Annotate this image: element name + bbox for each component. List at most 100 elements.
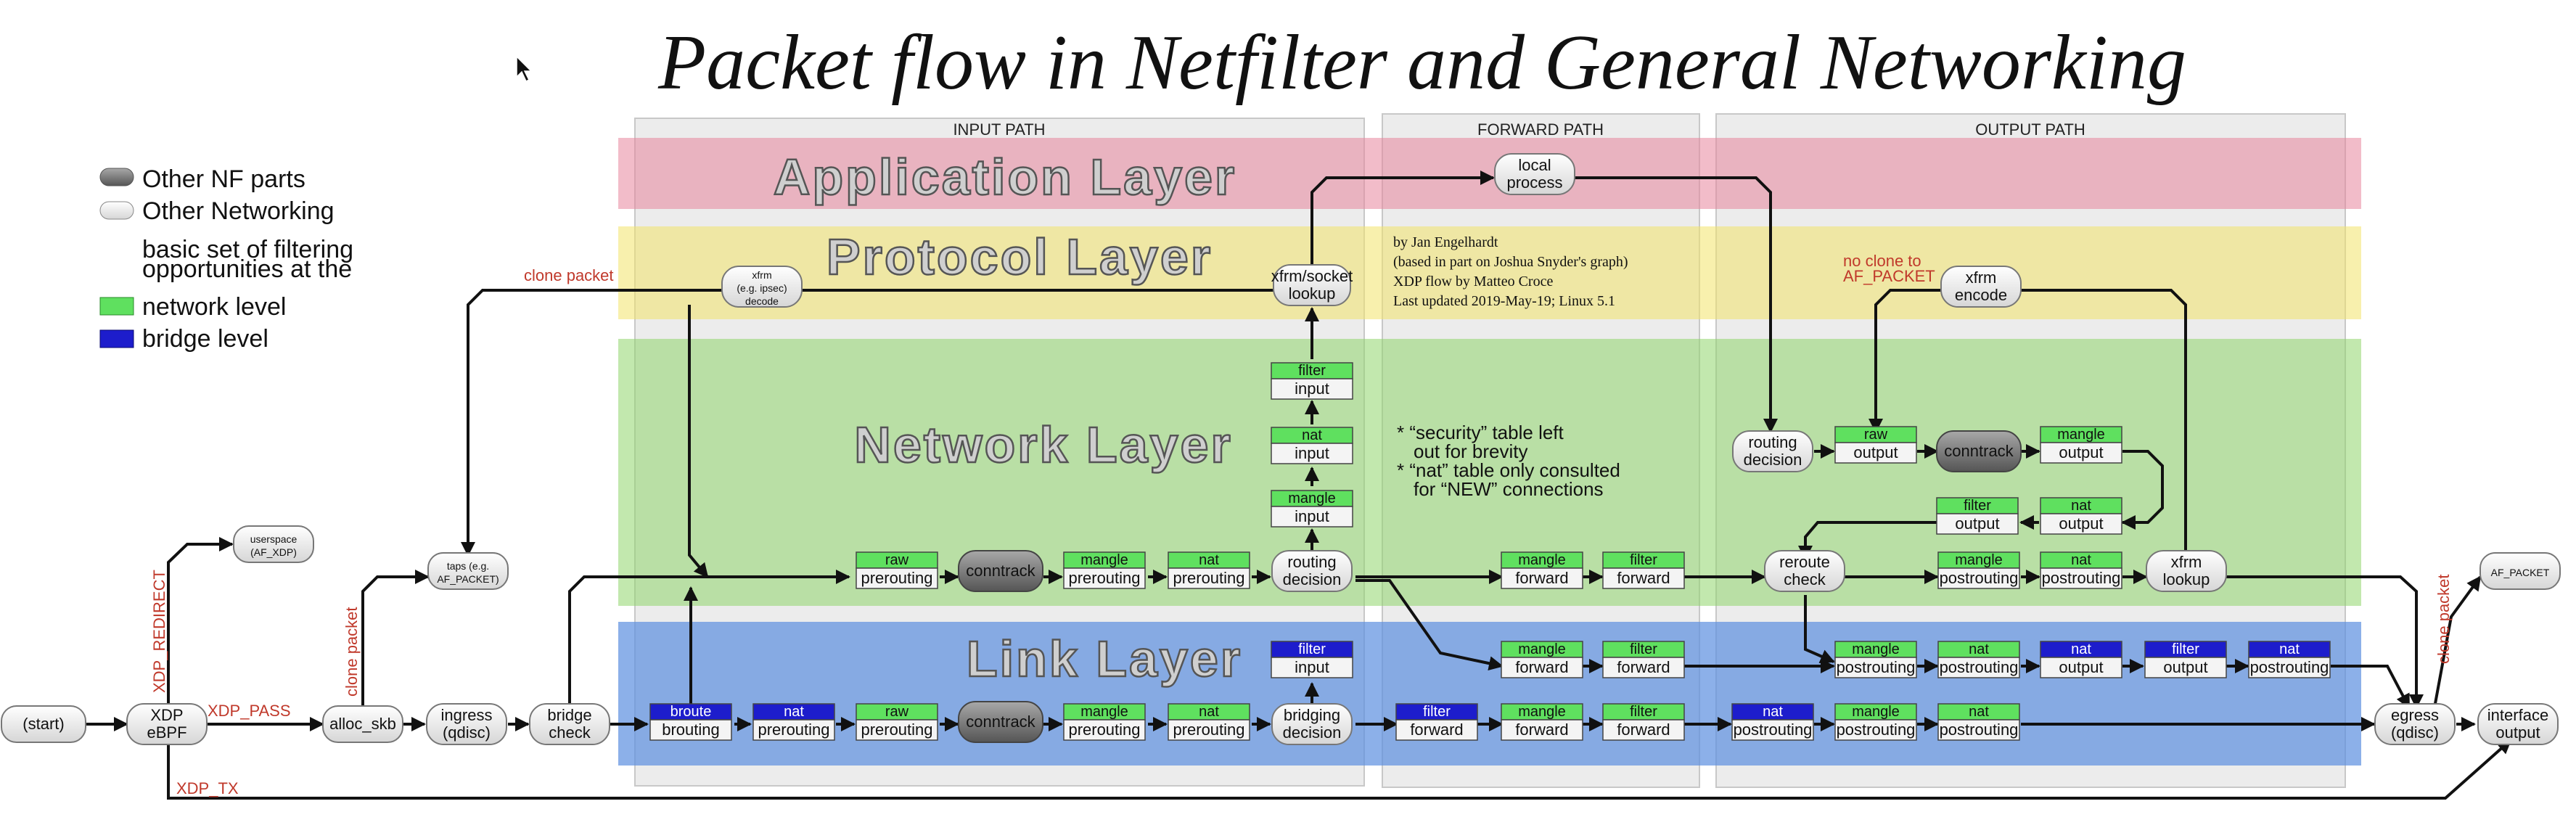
edge-xdp-userspace: [167, 537, 234, 707]
mangle-prerouting-table-body: [1063, 567, 1146, 589]
start-node-shape: [1, 705, 86, 743]
nodes: (start)XDPeBPFuserspace(AF_XDP)alloc_skb…: [1, 153, 2561, 745]
conntrack-output-node-shape: [1936, 430, 2022, 472]
xfrm-encode-node-label-1: encode: [1955, 286, 2007, 304]
mangle-postrouting-table-header-label: mangle: [1955, 552, 2003, 568]
nat-output-table-body: [2040, 513, 2122, 535]
egress-node-label-1: (qdisc): [2391, 723, 2439, 742]
link-mangle-prerouting-table-body-label: prerouting: [1068, 721, 1140, 739]
protocol-layer-band: [618, 226, 2361, 319]
xfrm-decode-node: xfrm(e.g. ipsec)decode: [721, 266, 803, 308]
filter-input-table-header-label: filter: [1298, 363, 1326, 379]
nat-input-table-body: [1271, 443, 1353, 464]
userspace-node-shape: [233, 525, 314, 563]
ingress-node: ingress(qdisc): [426, 703, 507, 745]
link-nat-postrouting-table-header-label: nat: [1969, 641, 1989, 657]
no-clone-label-2: AF_PACKET: [1843, 267, 1935, 285]
conntrack-network-node: conntrack: [958, 550, 1043, 592]
xfrm-decode-node-label-0: xfrm: [752, 269, 771, 281]
local-process-node-shape: [1494, 153, 1575, 195]
edge-xfrmlookup-encode: [1983, 283, 2187, 559]
link-filter-forward-table-header-label: filter: [1630, 641, 1657, 657]
link-mangle-postrouting2-table-body: [1834, 719, 1917, 741]
xfrm-socket-lookup-node-label-1: lookup: [1289, 284, 1336, 303]
interface-output-node-label-1: output: [2495, 723, 2540, 742]
edge-filterout-reroute: [1798, 521, 1937, 560]
link-filter-forward2-table-body: [1602, 719, 1685, 741]
filter-forward-table-header-label: filter: [1630, 552, 1657, 568]
edge-xfrmlookup-egress: [2226, 575, 2424, 709]
legend-bridge: bridge level: [142, 325, 268, 353]
filter-input-table-body: [1271, 378, 1353, 400]
input-path-title: INPUT PATH: [953, 120, 1045, 139]
conntrack-output-node-label-0: conntrack: [1944, 442, 2014, 460]
link-nat-prerouting-table-header-label: nat: [1199, 704, 1219, 720]
xfrm-lookup-node-label-1: lookup: [2163, 570, 2210, 588]
mangle-prerouting-table-body-label: prerouting: [1068, 569, 1140, 587]
alloc-skb-node-shape: [322, 705, 403, 743]
local-process-node-label-0: local: [1518, 156, 1551, 174]
filter-forward-table-body-label: forward: [1617, 569, 1670, 587]
link-mangle-postrouting2-table-header-label: mangle: [1852, 704, 1900, 720]
link-mangle-forward2-table-header-label: mangle: [1518, 704, 1566, 720]
filter-input-table-body-label: input: [1295, 379, 1329, 398]
legend-network-swatch: [99, 297, 134, 316]
xfrm-lookup-node-shape: [2146, 550, 2227, 592]
taps-node-label-0: taps (e.g.: [447, 560, 489, 572]
application-layer-title: Application Layer: [774, 149, 1236, 205]
nat-input-table-body-label: input: [1295, 444, 1329, 462]
nat-input-table-header-label: nat: [1302, 427, 1322, 443]
bridge-nat-prerouting-table-body: [752, 719, 835, 741]
link-mangle-postrouting-table-body-label: postrouting: [1837, 658, 1916, 676]
conntrack-network-node-label-0: conntrack: [966, 562, 1035, 580]
mangle-forward-table-body: [1501, 567, 1583, 589]
filter-output-table-header-label: filter: [1964, 498, 1991, 514]
ingress-node-label-0: ingress: [441, 706, 493, 724]
output-path-title: OUTPUT PATH: [1975, 120, 2085, 139]
userspace-node-label-1: (AF_XDP): [250, 546, 297, 558]
conntrack-output-node: conntrack: [1936, 430, 2022, 472]
xfrm-decode-node-shape: [721, 266, 803, 308]
link-filter-forward-table-body-label: forward: [1617, 658, 1670, 676]
nat-output-table-header-label: nat: [2071, 498, 2091, 514]
link-raw-prerouting-table-body-label: prerouting: [861, 721, 932, 739]
bridge-check-node-label-0: bridge: [547, 706, 591, 724]
nat-postrouting-table-body: [2040, 567, 2122, 589]
edge-xfrmdecode-taps: [461, 289, 722, 557]
bridging-decision-node-shape: [1271, 703, 1353, 745]
legend-bridge-swatch: [99, 329, 134, 348]
broute-brouting-table-body-label: brouting: [662, 721, 720, 739]
bridge-check-node-shape: [529, 703, 610, 745]
edges: [86, 171, 2512, 800]
link-raw-prerouting-table-body: [856, 719, 938, 741]
bridge-filter-output-table-body-label: output: [2163, 658, 2207, 676]
conntrack-link-node-shape: [958, 701, 1043, 743]
alloc-skb-node: alloc_skb: [322, 705, 403, 743]
bridge-filter-input-table-header-label: filter: [1298, 641, 1326, 657]
bridging-decision-node-label-0: bridging: [1284, 706, 1340, 724]
bridge-nat-postrouting-table-body-label: postrouting: [1734, 721, 1813, 739]
clone-packet-label-3: clone packet: [2435, 574, 2453, 664]
edge-xfrmdecode-net: [688, 305, 709, 578]
raw-prerouting-table-body: [856, 567, 938, 589]
af-packet-node: AF_PACKET: [2479, 552, 2561, 590]
